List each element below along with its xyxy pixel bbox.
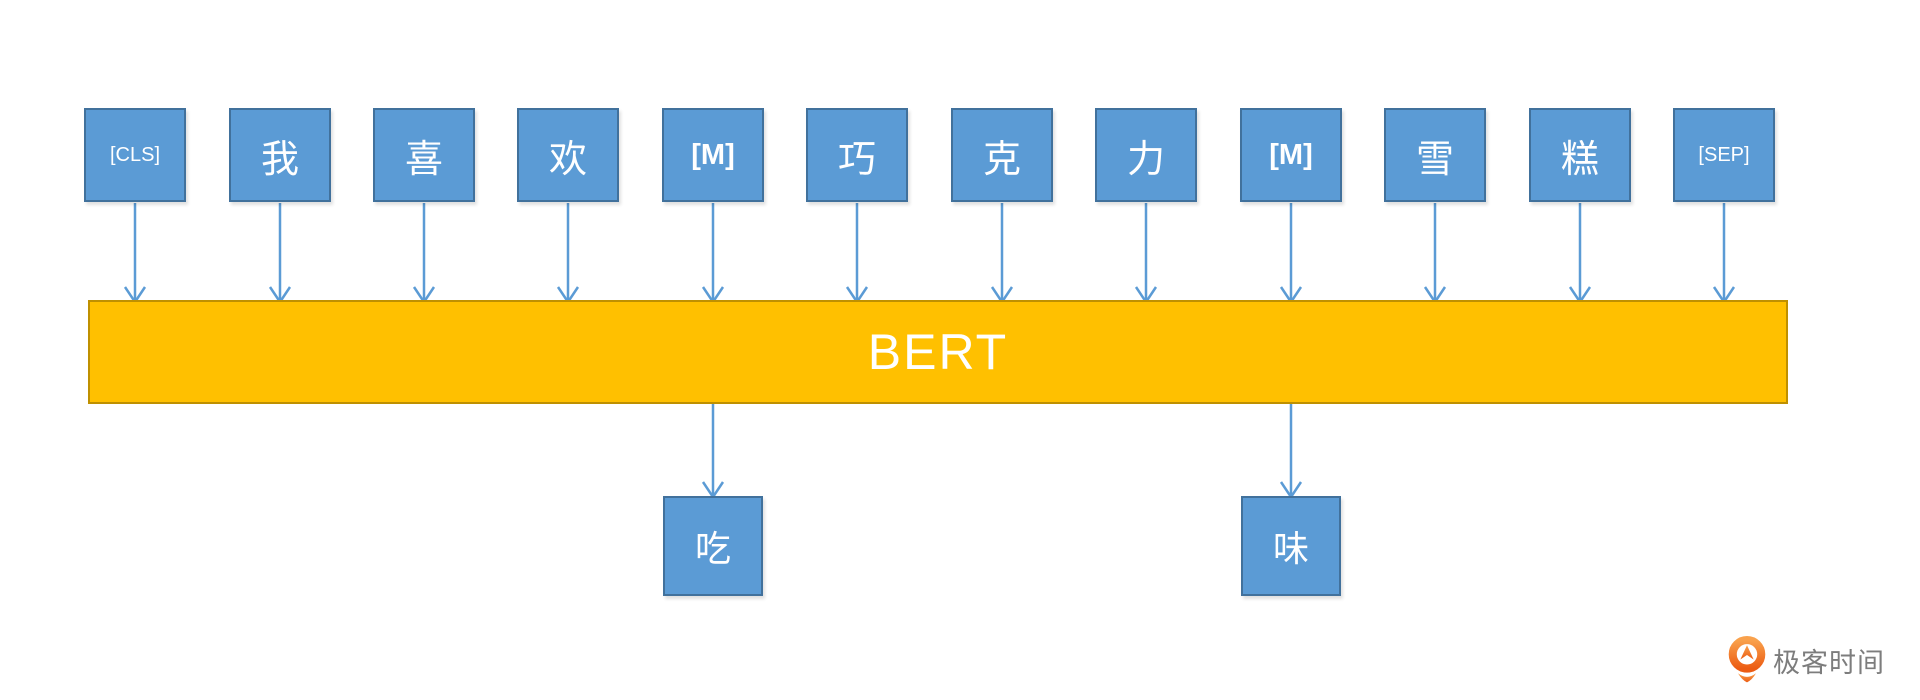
geektime-logo-icon [1728, 636, 1766, 683]
input-token-box: 力 [1095, 108, 1197, 202]
input-token-box: 我 [229, 108, 331, 202]
input-arrow [990, 203, 1014, 305]
input-token-box: [SEP] [1673, 108, 1775, 202]
input-arrow [123, 203, 147, 305]
output-arrow [1279, 404, 1303, 500]
input-arrow [1568, 203, 1592, 305]
input-arrow [556, 203, 580, 305]
output-arrow [701, 404, 725, 500]
input-token-box: 雪 [1384, 108, 1486, 202]
input-token-box: [M] [662, 108, 764, 202]
input-arrow [412, 203, 436, 305]
input-arrow [1279, 203, 1303, 305]
input-token-box: 糕 [1529, 108, 1631, 202]
input-token-box: 喜 [373, 108, 475, 202]
input-arrow [268, 203, 292, 305]
geektime-logo: 极客时间 [1728, 636, 1885, 684]
bert-model-label: BERT [867, 324, 1009, 380]
input-arrow [701, 203, 725, 305]
input-token-box: 巧 [806, 108, 908, 202]
bert-model-bar: BERT [88, 300, 1788, 404]
input-token-box: 欢 [517, 108, 619, 202]
input-arrow [1423, 203, 1447, 305]
output-token-box: 味 [1241, 496, 1341, 596]
input-token-box: [M] [1240, 108, 1342, 202]
input-arrow [1134, 203, 1158, 305]
input-token-box: 克 [951, 108, 1053, 202]
input-arrow [845, 203, 869, 305]
input-arrow [1712, 203, 1736, 305]
output-token-box: 吃 [663, 496, 763, 596]
input-token-box: [CLS] [84, 108, 186, 202]
geektime-logo-text: 极客时间 [1773, 647, 1885, 678]
